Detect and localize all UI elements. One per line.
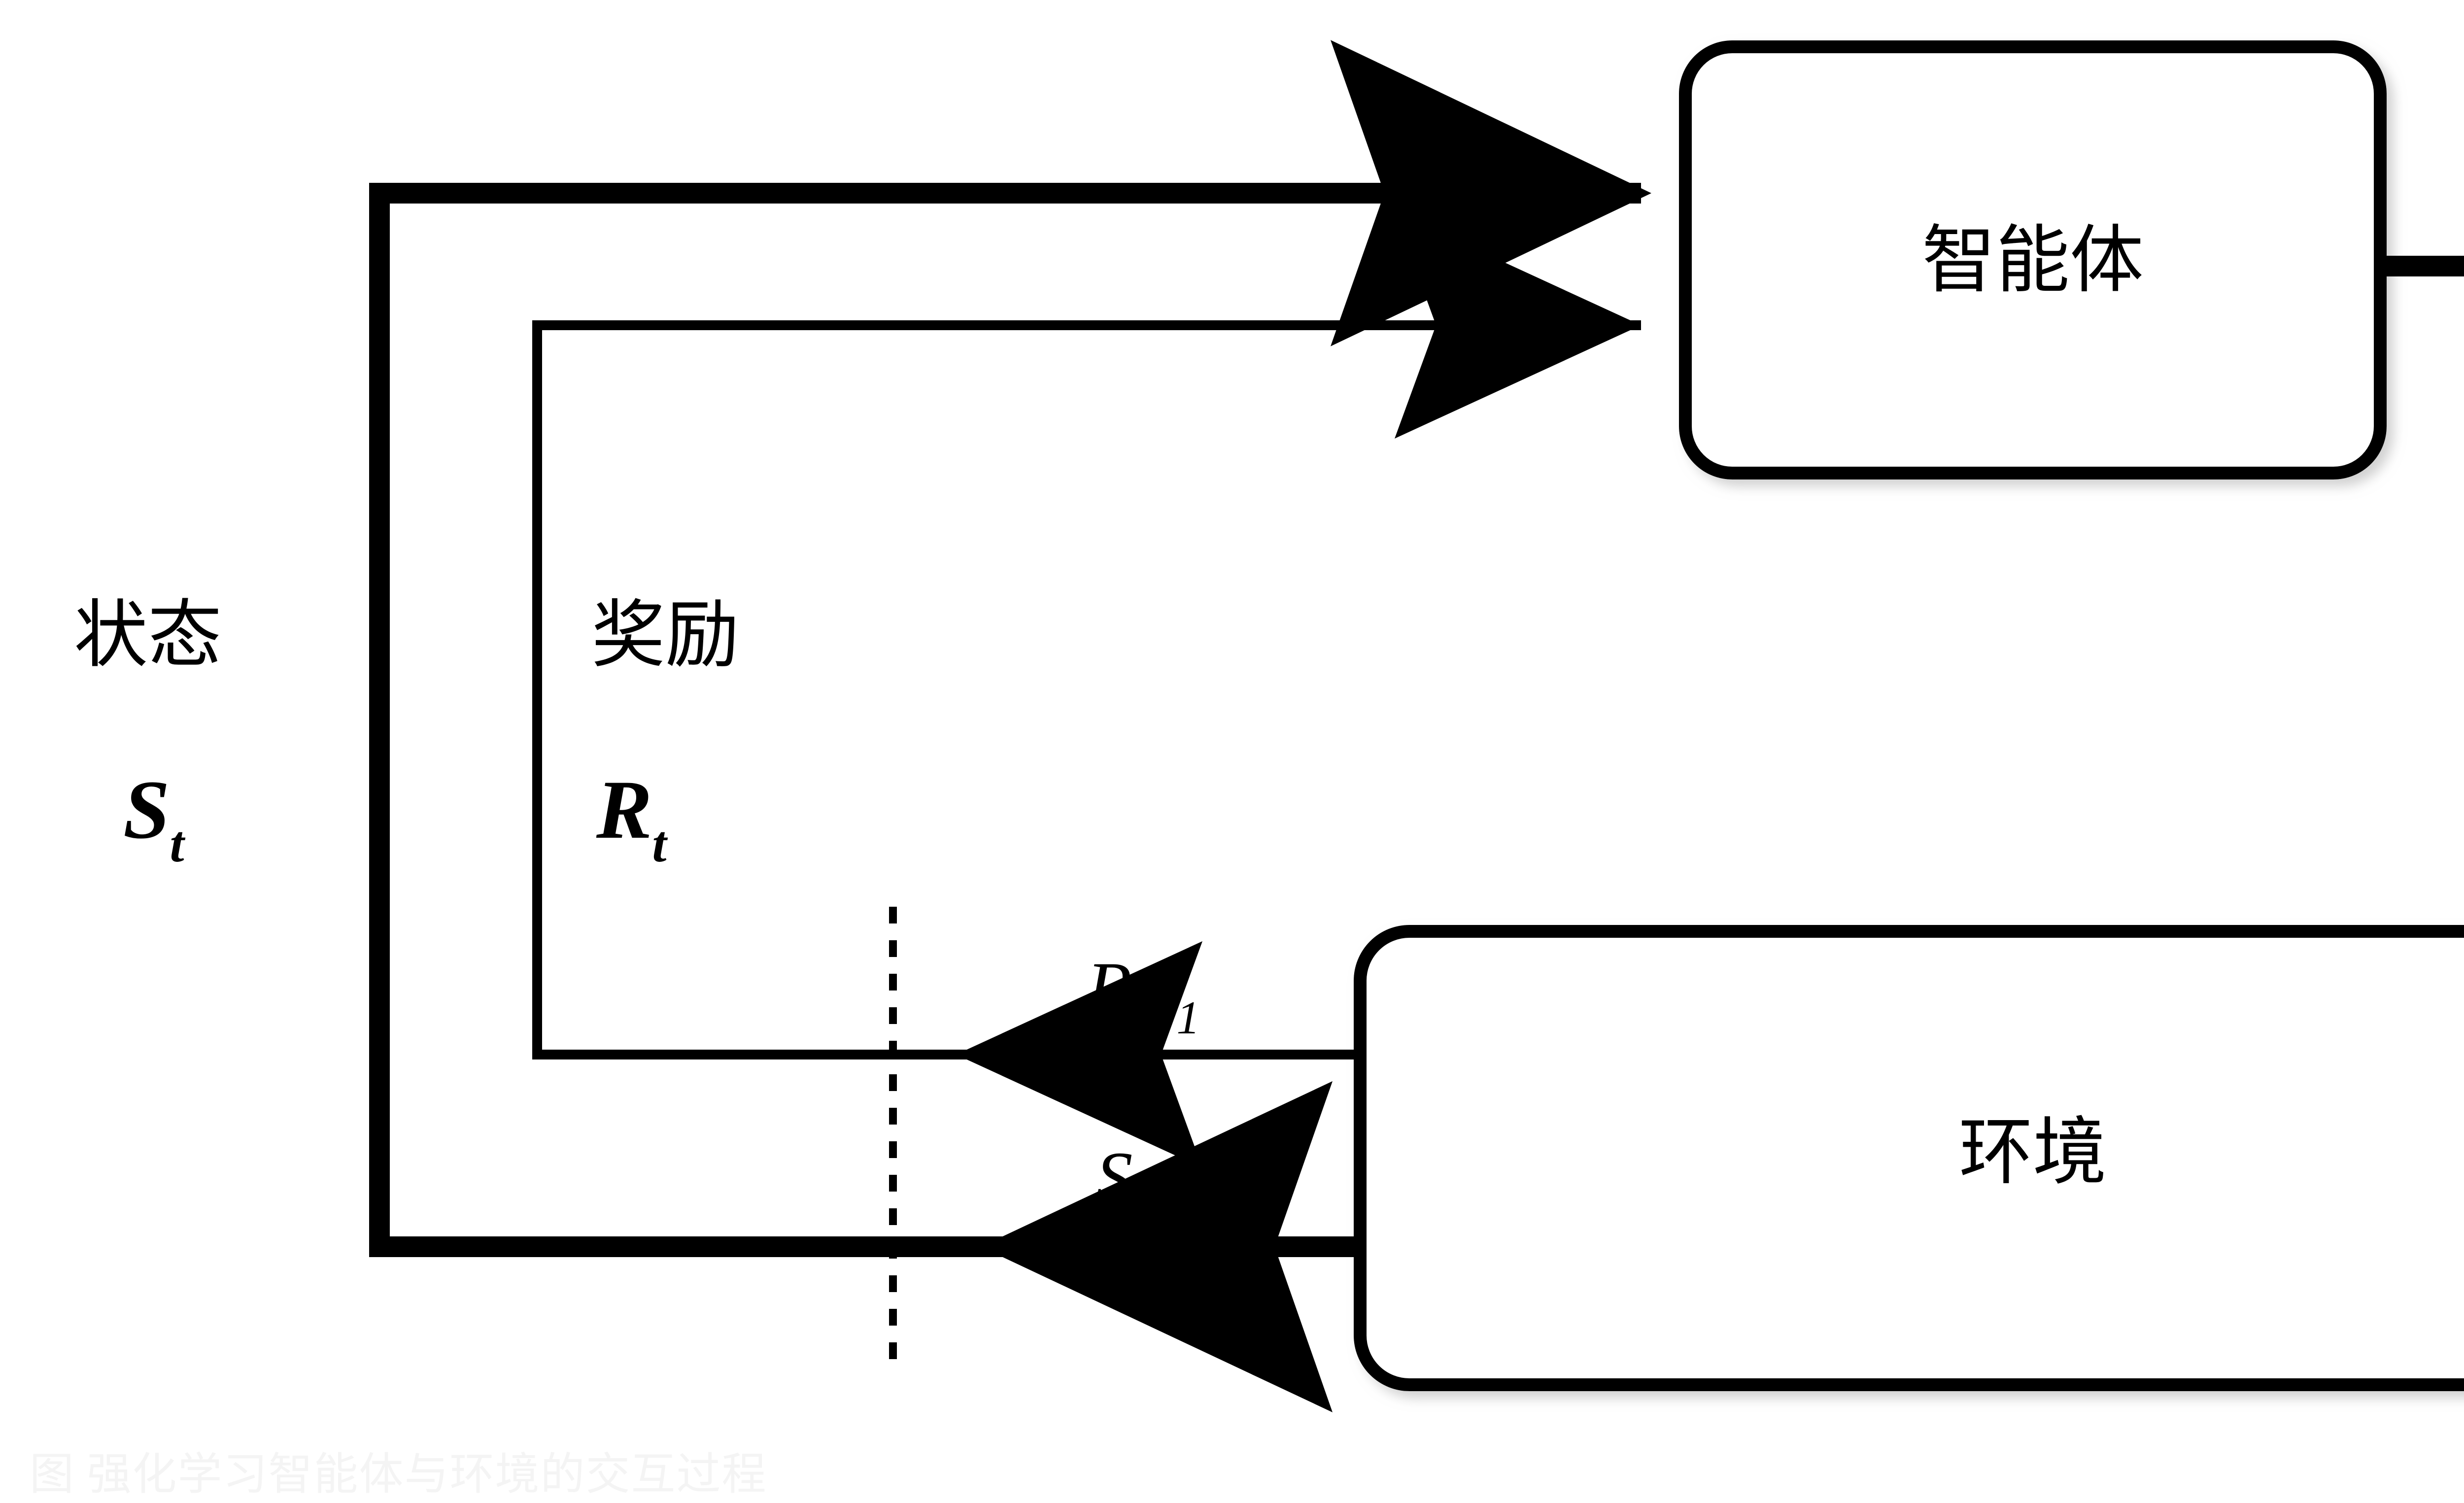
state-next-label-group: St+1 bbox=[1095, 1137, 1200, 1233]
environment-node[interactable]: 环境 bbox=[1354, 925, 2464, 1391]
state-symbol-subscript: t bbox=[170, 815, 186, 873]
state-next-symbol: St+1 bbox=[1095, 1137, 1200, 1233]
environment-box bbox=[1354, 925, 2464, 1391]
edge-state-to-agent bbox=[369, 40, 1651, 1257]
state-chinese-label: 状态 bbox=[74, 595, 222, 677]
state-label-group: 状态 St bbox=[74, 595, 222, 873]
reward-next-subscript: t+1 bbox=[1132, 991, 1200, 1044]
agent-node[interactable]: 智能体 bbox=[1679, 40, 2387, 479]
agent-label: 智能体 bbox=[1922, 220, 2144, 302]
reward-symbol: Rt bbox=[596, 763, 668, 873]
edge-reward-to-agent bbox=[532, 212, 1641, 1059]
state-next-subscript: t+1 bbox=[1132, 1181, 1200, 1233]
state-symbol: St bbox=[123, 763, 186, 873]
reward-next-label-group: Rt+1 bbox=[1086, 947, 1200, 1044]
reward-symbol-base: R bbox=[596, 763, 652, 856]
environment-label: 环境 bbox=[1959, 1112, 2107, 1194]
reward-symbol-subscript: t bbox=[652, 815, 668, 873]
state-symbol-base: S bbox=[123, 763, 170, 856]
figure-caption: 图 强化学习智能体与环境的交互过程 bbox=[30, 1450, 767, 1499]
reward-chinese-label: 奖励 bbox=[591, 595, 739, 677]
reward-label-group: 奖励 Rt bbox=[591, 595, 739, 873]
reward-next-base: R bbox=[1086, 947, 1132, 1029]
reward-next-symbol: Rt+1 bbox=[1086, 947, 1200, 1044]
state-next-base: S bbox=[1095, 1137, 1132, 1219]
